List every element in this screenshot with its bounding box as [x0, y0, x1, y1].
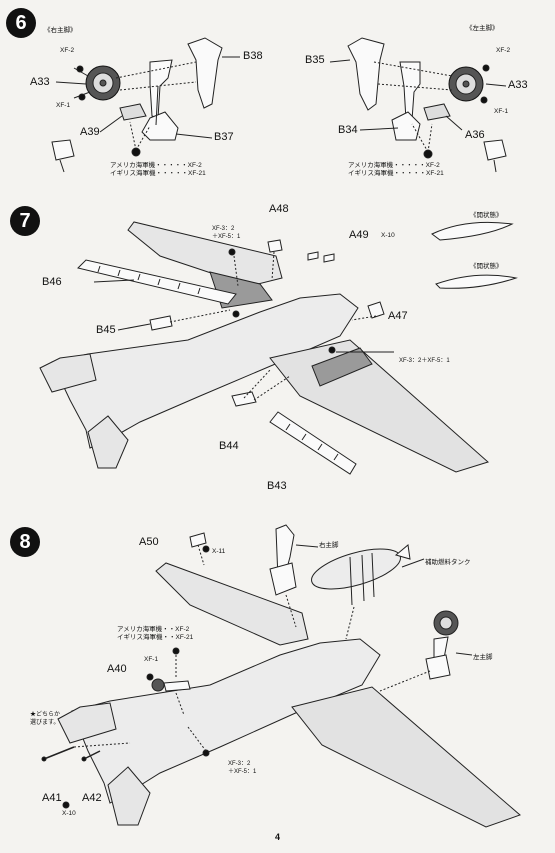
label-a36: A36 [465, 129, 485, 141]
label-xf-mix-top: XF-3：2 ＋XF-5：1 [212, 225, 240, 241]
label-a40: A40 [107, 663, 127, 675]
label-left-main-gear: 左主脚 [473, 654, 493, 661]
label-b45: B45 [96, 324, 116, 336]
page-number: 4 [274, 832, 280, 842]
label-b35: B35 [305, 54, 325, 66]
label-x11: X-11 [212, 548, 226, 555]
step-7-badge: 7 [10, 206, 40, 236]
either-line-2: 選びます。 [30, 720, 60, 726]
label-a42: A42 [82, 792, 102, 804]
label-xf2-left: XF-2 [60, 47, 75, 54]
color-note-right: アメリカ海軍機・・・・・XF-2 イギリス海軍機・・・・・XF-21 [348, 162, 444, 178]
color-note-step8: アメリカ海軍機・・XF-2 イギリス海軍機・・XF-21 [117, 626, 193, 642]
color-note-left: アメリカ海軍機・・・・・XF-2 イギリス海軍機・・・・・XF-21 [110, 162, 206, 178]
right-gear-header: 《右主脚》 [44, 27, 77, 34]
step-number: 8 [19, 530, 31, 553]
label-x10-step8: X-10 [62, 810, 76, 817]
mix-line-1: XF-3：2 [228, 761, 251, 767]
left-gear-header: 《左主脚》 [466, 25, 499, 32]
label-xf-mix-right: XF-3：2＋XF-5：1 [399, 358, 450, 364]
note-line-uk: イギリス海軍機・・XF-21 [117, 634, 194, 641]
label-a39: A39 [80, 126, 100, 138]
label-b43: B43 [267, 480, 287, 492]
flap-open-label-2: 《開状態》 [470, 263, 503, 270]
step-6-diagram [51, 37, 507, 173]
label-b44: B44 [219, 440, 239, 452]
note-line-us: アメリカ海軍機・・・・・XF-2 [110, 162, 202, 169]
label-xf1-step8: XF-1 [144, 656, 159, 663]
label-a49: A49 [349, 229, 369, 241]
mix-line-2: ＋XF-5：1 [228, 769, 257, 775]
step-6-badge: 6 [6, 8, 36, 38]
note-line-uk: イギリス海軍機・・・・・XF-21 [110, 170, 206, 177]
mix-line-2: ＋XF-5：1 [212, 234, 241, 240]
label-b34: B34 [338, 124, 358, 136]
label-b38: B38 [243, 50, 263, 62]
label-a33-right: A33 [508, 79, 528, 91]
label-right-main-gear: 右主脚 [319, 542, 339, 549]
label-xf1-left: XF-1 [56, 102, 71, 109]
step-7-diagram [39, 221, 518, 475]
label-a41: A41 [42, 792, 62, 804]
label-drop-tank: 補助燃料タンク [425, 559, 471, 566]
label-b46: B46 [42, 276, 62, 288]
label-x10-step7: X-10 [381, 232, 395, 239]
label-a47: A47 [388, 310, 408, 322]
step-number: 6 [15, 11, 27, 34]
label-xf1-right: XF-1 [494, 108, 509, 115]
label-a48: A48 [269, 203, 289, 215]
label-a33-left: A33 [30, 76, 50, 88]
step-8-badge: 8 [10, 527, 40, 557]
label-a50: A50 [139, 536, 159, 548]
flap-open-label-1: 《開状態》 [470, 212, 503, 219]
label-xf-mix-bottom: XF-3：2 ＋XF-5：1 [228, 760, 256, 776]
note-line-us: アメリカ海軍機・・・・・XF-2 [348, 162, 440, 169]
label-xf2-right: XF-2 [496, 47, 511, 54]
label-b37: B37 [214, 131, 234, 143]
label-either-choice: ★どちらか 選びます。 [30, 711, 60, 727]
note-line-uk: イギリス海軍機・・・・・XF-21 [348, 170, 444, 177]
note-line-us: アメリカ海軍機・・XF-2 [117, 626, 190, 633]
step-number: 7 [19, 209, 31, 232]
mix-line-1: XF-3：2 [212, 226, 235, 232]
either-line-1: ★どちらか [30, 712, 61, 718]
step-8-diagram [41, 524, 521, 828]
